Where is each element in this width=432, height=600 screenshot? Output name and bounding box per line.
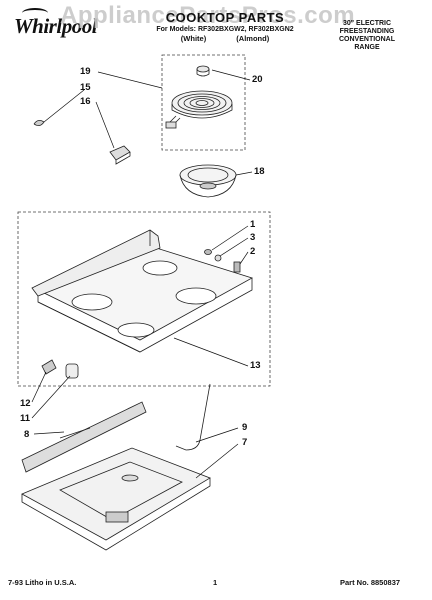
cooktop-panel-13 (31, 229, 254, 353)
washer-3 (214, 254, 222, 262)
burner-box-7 (21, 447, 211, 551)
callout-3: 3 (250, 232, 256, 243)
callout-12: 12 (20, 398, 31, 409)
hinge-12 (41, 359, 57, 375)
range-desc-line: CONVENTIONAL (339, 36, 395, 43)
watermark: AppliancePartsPros.com (60, 2, 356, 29)
title-block: COOKTOP PARTS For Models: RF302BXGW2, RF… (130, 10, 320, 43)
element-insulator-20 (196, 65, 210, 77)
screw-1 (204, 249, 212, 255)
range-desc-line: RANGE (354, 44, 380, 51)
range-description: 30" ELECTRIC FREESTANDING CONVENTIONAL R… (322, 20, 412, 52)
callout-7: 7 (242, 437, 248, 448)
footer-part-number: Part No. 8850837 (340, 578, 401, 587)
callout-18: 18 (254, 166, 265, 177)
color-variants: (White) (Almond) (180, 34, 270, 43)
footer-litho: 7-93 Litho in U.S.A. (8, 578, 77, 587)
model-line: For Models: RF302BXGW2, RF302BXGN2 (156, 26, 294, 33)
callout-9: 9 (242, 422, 248, 433)
clip-15 (33, 120, 45, 126)
page-title: COOKTOP PARTS (165, 10, 285, 25)
footer-page-number: 1 (213, 578, 218, 587)
brand-logo: Whirlpool (14, 14, 98, 38)
clip-2 (233, 261, 241, 273)
element-assembly-box (161, 54, 246, 151)
callout-1: 1 (250, 219, 256, 230)
support-rod-9 (175, 383, 211, 451)
range-desc-line: FREESTANDING (339, 28, 395, 35)
surface-element-19 (165, 90, 233, 129)
leader-lines (31, 69, 253, 479)
range-desc-line: 30" ELECTRIC (342, 20, 392, 27)
callout-11: 11 (20, 413, 31, 424)
cooktop-assembly-box (17, 211, 271, 387)
rear-trim-8 (21, 401, 147, 473)
callout-19: 19 (80, 66, 91, 77)
callout-2: 2 (250, 246, 256, 257)
callout-13: 13 (250, 360, 261, 371)
callout-8: 8 (24, 429, 30, 440)
callout-15: 15 (80, 82, 91, 93)
callout-16: 16 (80, 96, 91, 107)
terminal-block-16 (109, 145, 131, 165)
brand-logo-swoosh (22, 8, 48, 18)
spacer-11 (65, 363, 79, 379)
drip-bowl-18 (179, 164, 237, 198)
callout-20: 20 (252, 74, 263, 85)
